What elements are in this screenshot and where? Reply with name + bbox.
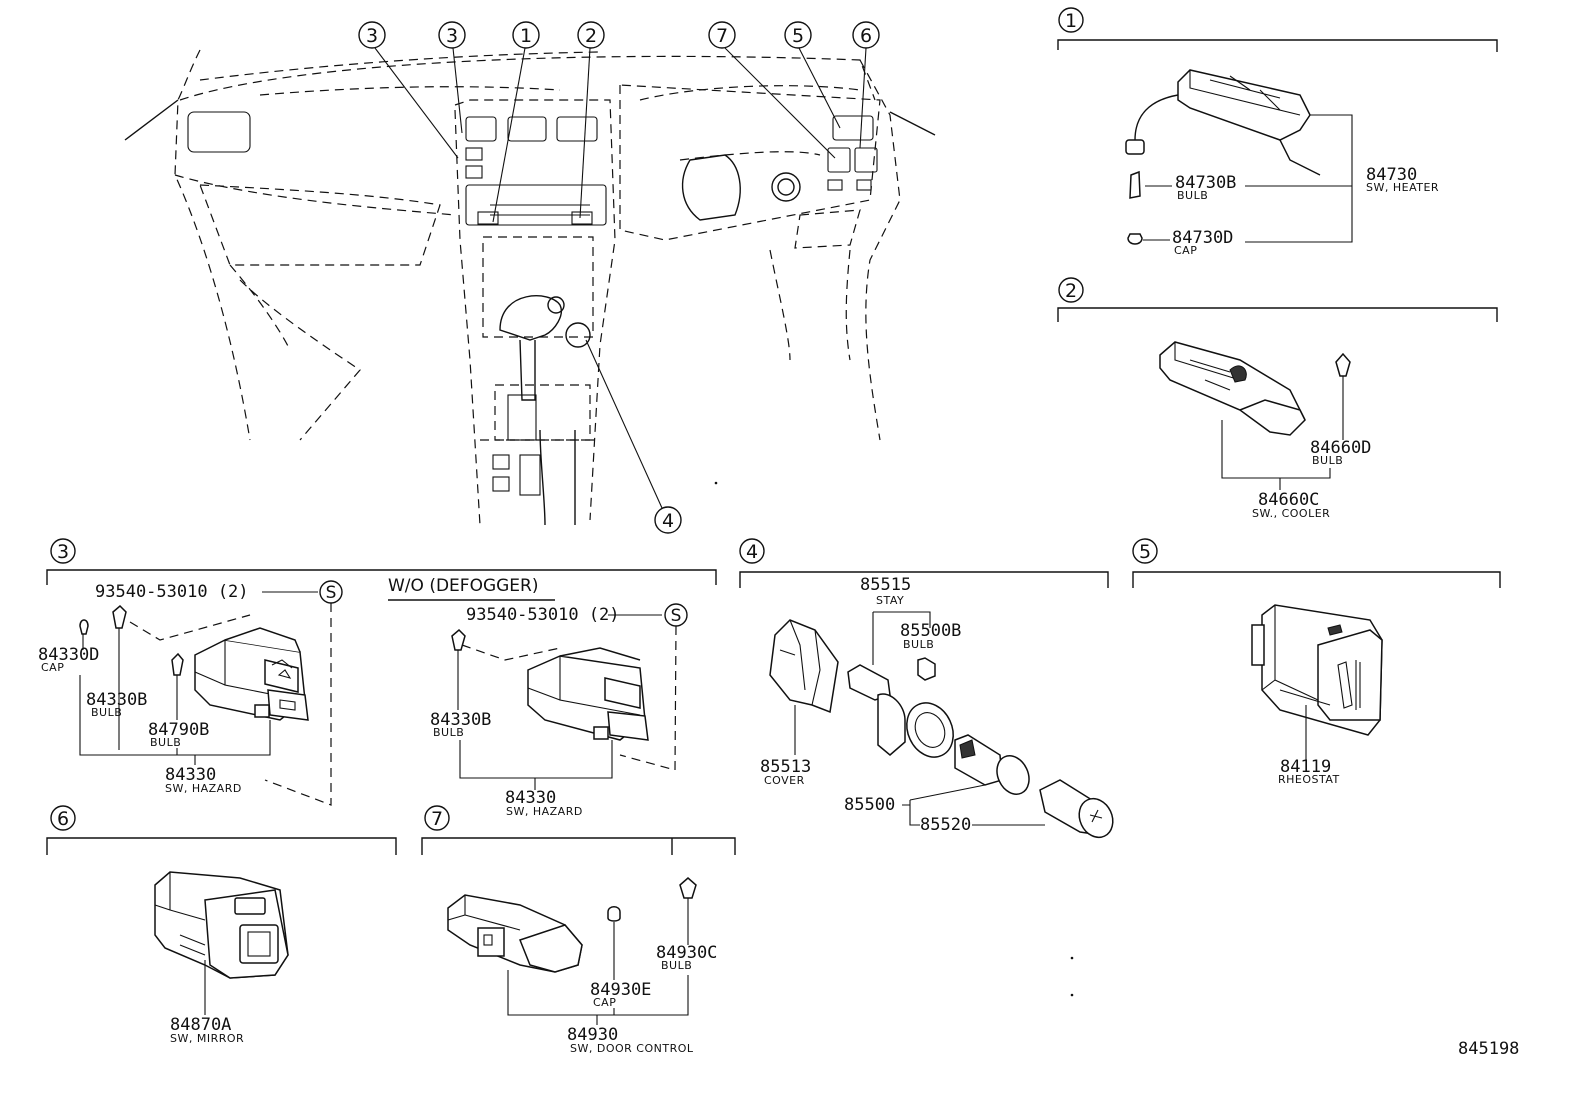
svg-text:84930: 84930 [567,1025,618,1045]
svg-text:STAY: STAY [876,594,904,607]
group-4-cigarette-lighter: 4 85515 STAY 85500B BULB 85513 COVER 855… [739,538,1114,839]
svg-text:BULB: BULB [91,706,122,719]
svg-text:SW, DOOR CONTROL: SW, DOOR CONTROL [570,1042,694,1055]
svg-text:BULB: BULB [1177,189,1208,202]
svg-text:85513: 85513 [760,757,811,777]
svg-text:84660D: 84660D [1310,438,1371,458]
callout-6: 6 [852,21,880,49]
svg-text:84930E: 84930E [590,980,651,1000]
svg-text:85500B: 85500B [900,621,961,641]
svg-text:5: 5 [1139,541,1151,563]
svg-text:1: 1 [520,25,532,47]
diagram-id: 845198 [1458,1039,1519,1059]
svg-text:2: 2 [1065,280,1077,302]
svg-text:84119: 84119 [1280,757,1331,777]
svg-text:CAP: CAP [1174,244,1197,257]
svg-text:85500: 85500 [844,795,895,815]
svg-text:7: 7 [716,25,728,47]
callout-4: 4 [654,506,682,534]
svg-text:84330B: 84330B [430,710,491,730]
svg-text:2: 2 [585,25,597,47]
svg-text:84790B: 84790B [148,720,209,740]
svg-text:CAP: CAP [41,661,64,674]
svg-text:RHEOSTAT: RHEOSTAT [1278,773,1340,786]
svg-text:SW, HAZARD: SW, HAZARD [165,782,242,795]
svg-text:CAP: CAP [593,996,616,1009]
overview-callouts: 3 3 1 2 7 5 6 4 [358,21,880,534]
callout-3a: 3 [358,21,386,49]
group-6-mirror-switch: 6 84870A SW, MIRROR [46,805,397,1045]
svg-text:SW, HAZARD: SW, HAZARD [506,805,583,818]
svg-text:85515: 85515 [860,575,911,595]
svg-text:84330: 84330 [165,765,216,785]
dashboard-overview [124,47,936,526]
callout-5: 5 [784,21,812,49]
svg-text:6: 6 [57,808,69,830]
group-5-rheostat: 5 84119 RHEOSTAT [1132,538,1501,786]
group-3-hazard-switch: 3 93540-53010 (2) S 84330D CAP 84330B BU… [38,538,717,818]
svg-text:84660C: 84660C [1258,490,1319,510]
svg-text:84930C: 84930C [656,943,717,963]
svg-text:84870A: 84870A [170,1015,231,1035]
svg-text:84330D: 84330D [38,645,99,665]
stray-dot [1070,956,1074,960]
svg-text:84730D: 84730D [1172,228,1233,248]
svg-text:4: 4 [746,541,758,563]
callout-3b: 3 [438,21,466,49]
svg-text:84330B: 84330B [86,690,147,710]
svg-text:5: 5 [792,25,804,47]
callout-7: 7 [708,21,736,49]
stray-dot [1070,993,1074,997]
svg-text:3: 3 [366,25,378,47]
svg-text:3: 3 [446,25,458,47]
group-1-heater-switch: 1 84730 SW, HEATER 84730B BULB 84730D CA… [1057,7,1498,257]
svg-text:84730: 84730 [1366,165,1417,185]
group-2-cooler-switch: 2 84660D BULB 84660C SW., COOLER [1057,277,1498,520]
svg-text:4: 4 [662,510,674,532]
svg-text:93540-53010 (2): 93540-53010 (2) [466,605,620,625]
stray-dot [714,481,718,485]
svg-text:84730B: 84730B [1175,173,1236,193]
svg-text:85520: 85520 [920,815,971,835]
svg-text:BULB: BULB [903,638,934,651]
svg-text:S: S [326,583,337,603]
svg-text:SW., COOLER: SW., COOLER [1252,507,1330,520]
s-symbol-right: S [664,603,688,627]
callout-2: 2 [577,21,605,49]
svg-text:BULB: BULB [433,726,464,739]
svg-text:BULB: BULB [661,959,692,972]
svg-text:93540-53010 (2): 93540-53010 (2) [95,582,249,602]
group-7-door-control-switch: 7 84930E CAP 84930C BULB 84930 SW, DOOR … [421,805,736,1055]
svg-text:6: 6 [860,25,872,47]
svg-text:COVER: COVER [764,774,805,787]
svg-text:W/O (DEFOGGER): W/O (DEFOGGER) [388,576,538,596]
svg-text:BULB: BULB [150,736,181,749]
svg-text:S: S [671,606,682,626]
svg-text:BULB: BULB [1312,454,1343,467]
svg-text:SW, HEATER: SW, HEATER [1366,181,1439,194]
svg-text:3: 3 [57,541,69,563]
svg-text:SW, MIRROR: SW, MIRROR [170,1032,244,1045]
svg-text:1: 1 [1065,10,1077,32]
s-symbol-left: S [319,580,343,604]
svg-text:7: 7 [431,808,443,830]
callout-1: 1 [512,21,540,49]
svg-text:84330: 84330 [505,788,556,808]
